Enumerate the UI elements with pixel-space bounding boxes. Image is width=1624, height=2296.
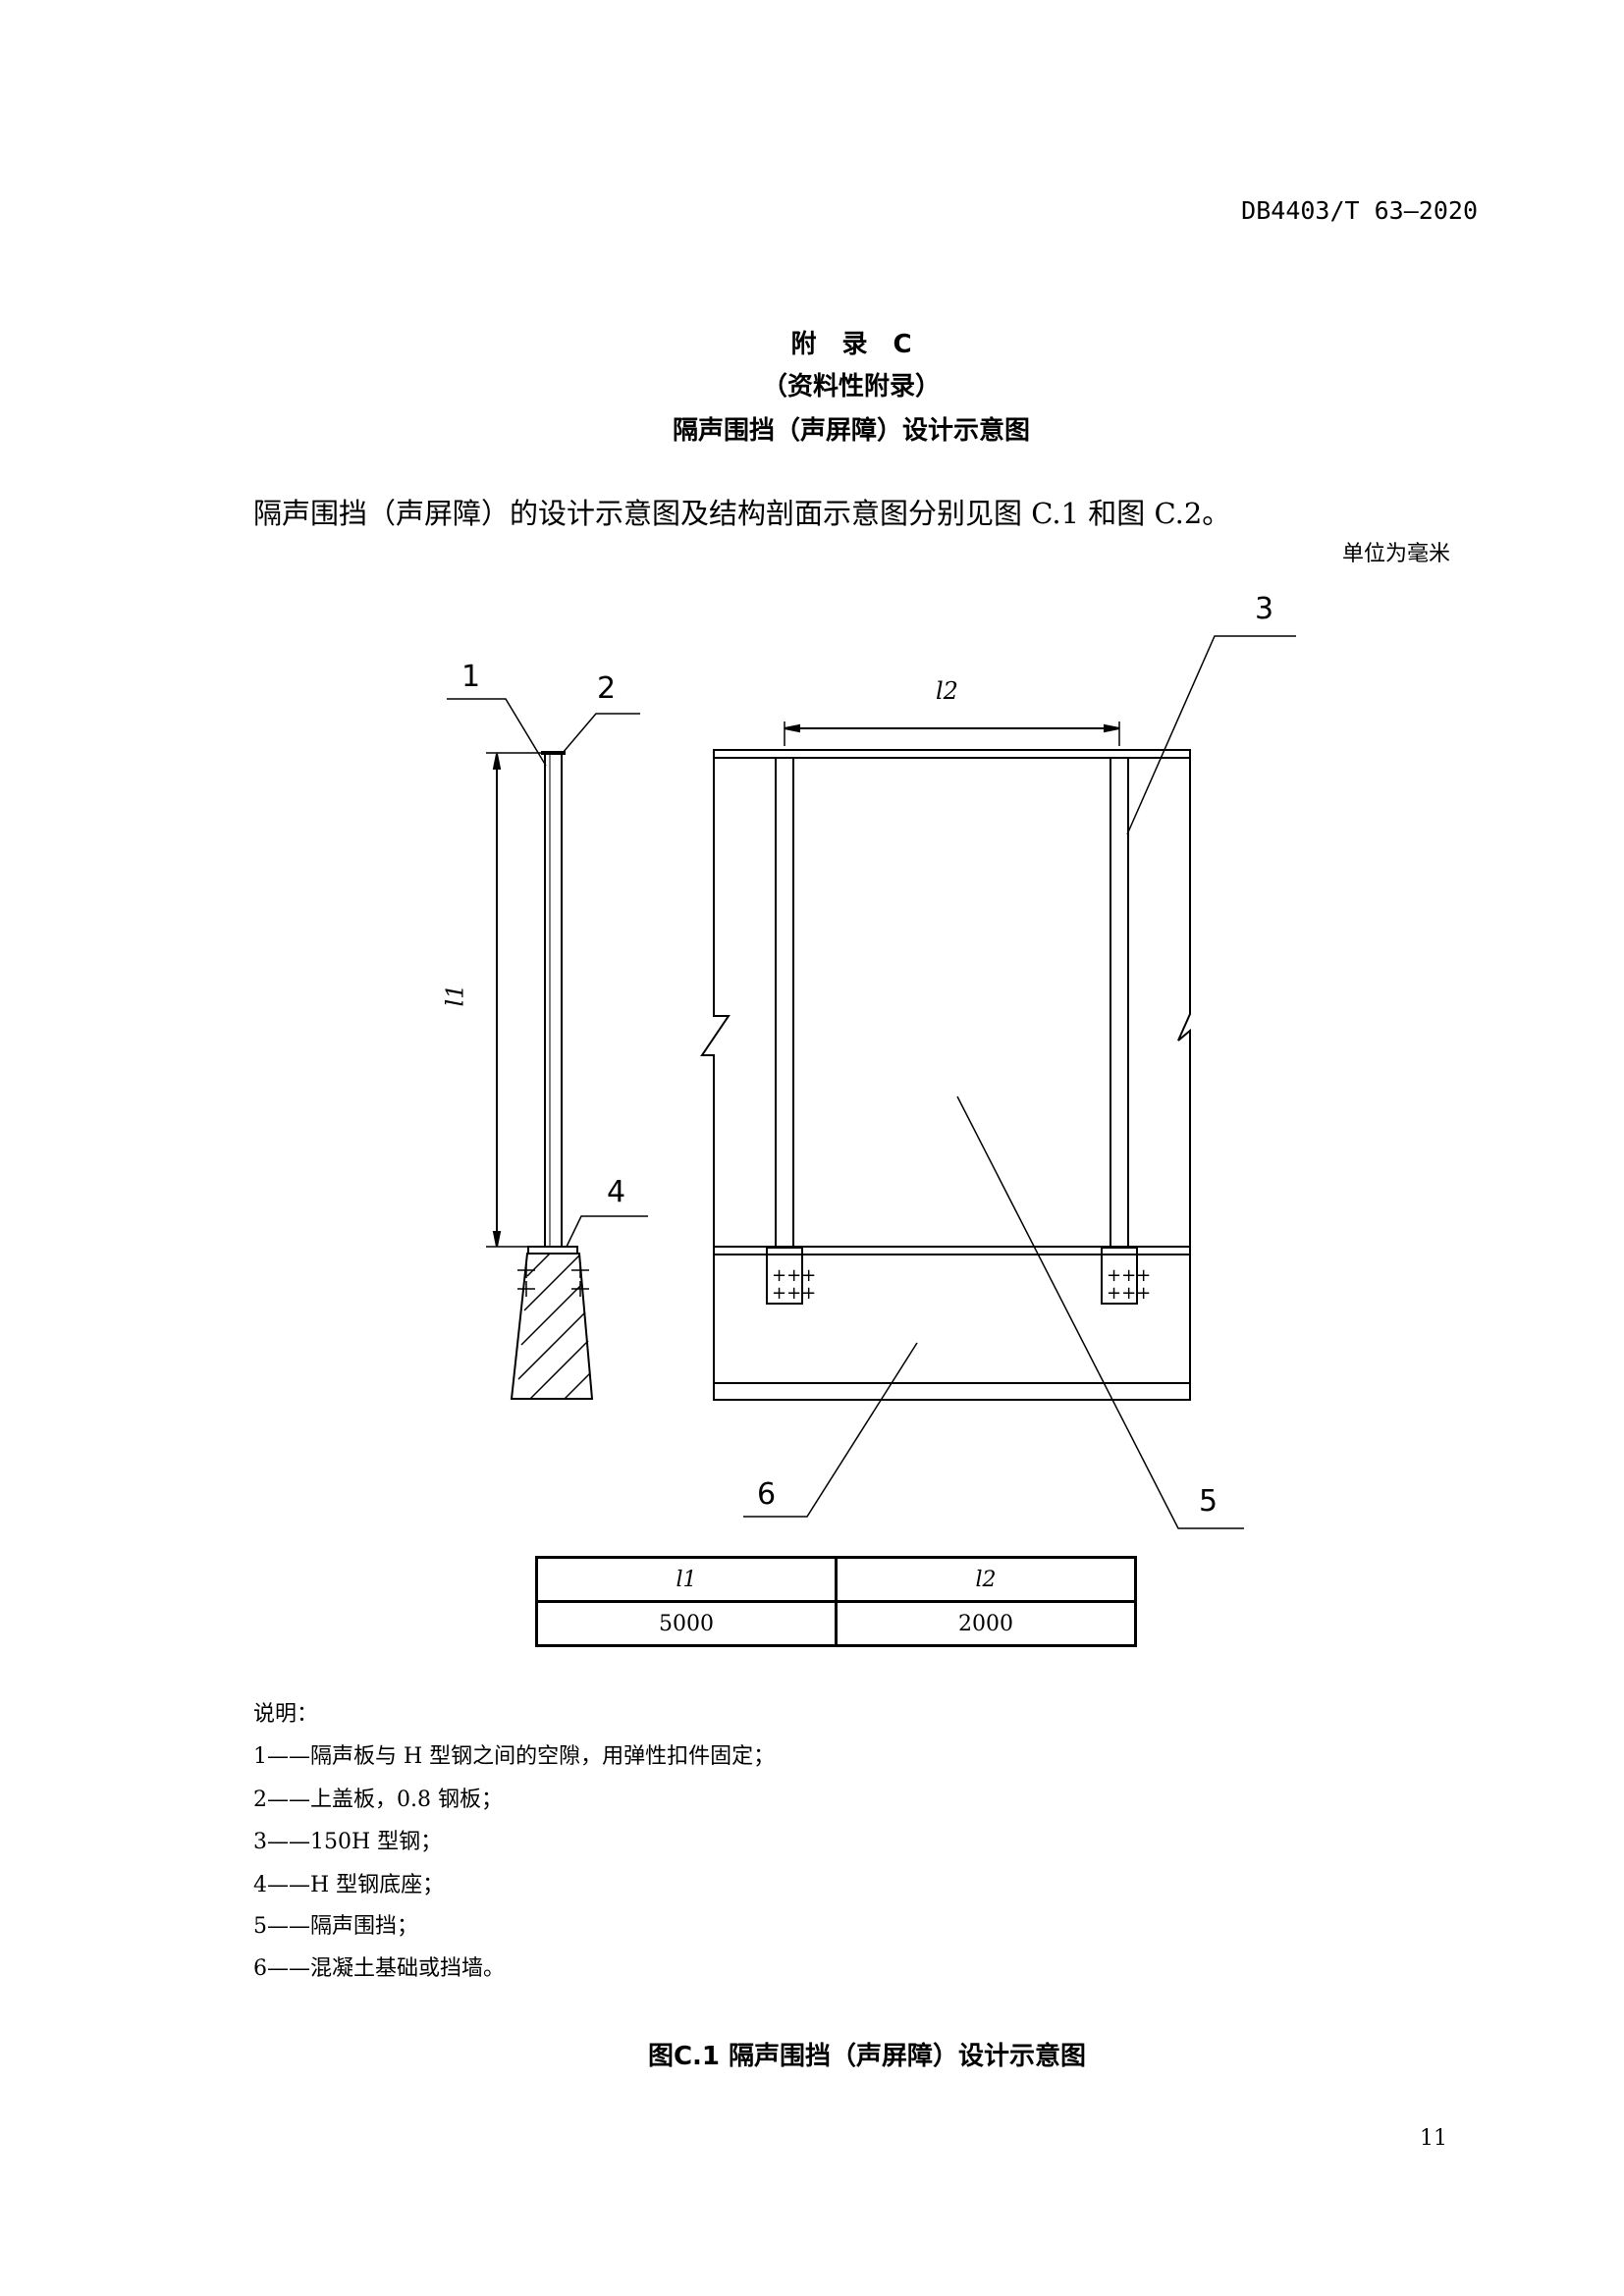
table-header-cell: l1 — [535, 1556, 838, 1603]
intro-paragraph: 隔声围挡（声屏障）的设计示意图及结构剖面示意图分别见图 C.1 和图 C.2。 — [253, 497, 1231, 530]
svg-text:+++: +++ — [772, 1265, 816, 1286]
legend-item: 1——隔声板与 H 型钢之间的空隙，用弹性扣件固定； — [253, 1744, 776, 1769]
front-view: +++ +++ +++ +++ — [700, 721, 1191, 1401]
unit-note: 单位为毫米 — [1341, 542, 1450, 566]
post-base-right — [1101, 1247, 1138, 1305]
legend-item: 4——H 型钢底座； — [253, 1873, 445, 1897]
table-header-cell: l2 — [835, 1556, 1137, 1603]
appendix-name: 隔声围挡（声屏障）设计示意图 — [672, 416, 1030, 446]
table-cell: 2000 — [835, 1600, 1137, 1647]
figure-caption: 图C.1 隔声围挡（声屏障）设计示意图 — [647, 2042, 1087, 2071]
appendix-title: 附 录 C — [790, 330, 912, 359]
legend-item: 3——150H 型钢； — [253, 1830, 443, 1854]
callout-leaders — [447, 635, 1296, 1529]
callout-5: 5 — [1199, 1484, 1218, 1519]
document-code: DB4403/T 63—2020 — [1241, 196, 1478, 225]
legend-item: 6——混凝土基础或挡墙。 — [253, 1956, 505, 1981]
table-cell: 5000 — [535, 1600, 838, 1647]
side-section — [486, 751, 594, 1400]
footing-hatch — [517, 1253, 591, 1400]
table-row: 5000 2000 — [535, 1600, 1137, 1647]
callout-3: 3 — [1255, 592, 1274, 626]
dim-label-l2: l2 — [936, 677, 958, 705]
panel-outline — [700, 749, 1191, 1401]
svg-text:+++: +++ — [1107, 1265, 1151, 1286]
h-steel-post-left — [775, 757, 794, 1248]
appendix-type: （资料性附录） — [761, 372, 941, 401]
svg-text:+++: +++ — [772, 1283, 816, 1304]
dim-label-l1: l1 — [441, 984, 469, 1007]
callout-6: 6 — [757, 1477, 777, 1512]
svg-text:+++: +++ — [1107, 1283, 1151, 1304]
callout-2: 2 — [597, 671, 617, 706]
legend-item: 5——隔声围挡； — [253, 1914, 418, 1939]
callout-1: 1 — [461, 660, 481, 694]
h-steel-post-right — [1110, 757, 1129, 1248]
design-drawing: +++ +++ +++ +++ — [447, 635, 1296, 1529]
page-number: 11 — [1420, 2126, 1447, 2151]
concrete-footing — [510, 1253, 594, 1400]
post-base-left — [766, 1247, 803, 1305]
legend-item: 2——上盖板，0.8 钢板； — [253, 1788, 503, 1812]
table-header-row: l1 l2 — [535, 1556, 1137, 1603]
h-steel-post-side — [544, 753, 563, 1248]
dimension-table: l1 l2 5000 2000 — [535, 1556, 1137, 1647]
post-base-plate — [527, 1246, 578, 1255]
legend-title: 说明： — [253, 1702, 319, 1727]
callout-4: 4 — [607, 1175, 626, 1209]
